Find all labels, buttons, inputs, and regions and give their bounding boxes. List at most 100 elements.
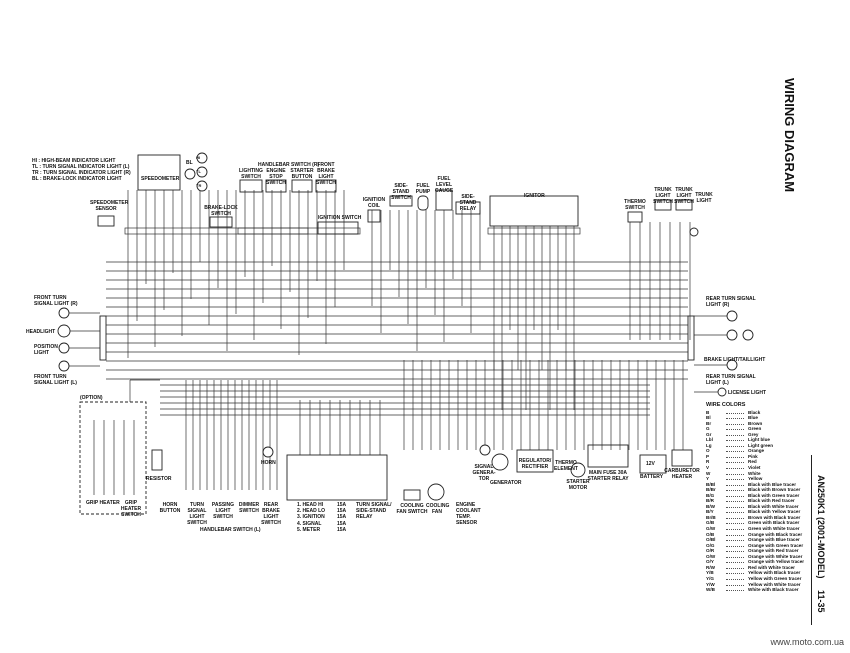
ignition-switch-box xyxy=(317,221,359,235)
page-number: 11-35 xyxy=(816,590,826,613)
label-ignitor: IGNITOR xyxy=(524,193,545,199)
leader-line xyxy=(726,465,744,470)
label-horn-button: HORN BUTTON xyxy=(159,502,181,514)
left-connector xyxy=(99,315,107,361)
thermo-switch-box xyxy=(627,211,643,223)
legend-line: HI : HIGH-BEAM INDICATOR LIGHT xyxy=(32,158,116,164)
wire-code: O/B xyxy=(706,531,715,537)
label-carburetor-heater: CARBURETOR HEATER xyxy=(664,468,700,480)
label-battery-voltage: 12V xyxy=(646,461,655,467)
wire-code: B/G xyxy=(706,492,715,498)
label-trunk-light: TRUNK LIGHT xyxy=(695,192,713,204)
wire-color-name: Grey xyxy=(748,431,759,437)
trunk-lamp-icon xyxy=(689,227,699,237)
leader-line xyxy=(726,410,744,414)
label-rear-turn-r: REAR TURN SIGNAL LIGHT (R) xyxy=(706,296,756,308)
wire-code: O/R xyxy=(706,548,715,554)
lighting-switch-box xyxy=(239,179,263,193)
wire-code: Br xyxy=(706,420,712,426)
fuel-pump-box xyxy=(417,195,429,211)
wire-code: W/B xyxy=(706,587,715,593)
leader-line xyxy=(726,526,744,531)
tr-indicator-icon xyxy=(196,180,208,192)
legend-line: TR : TURN SIGNAL INDICATOR LIGHT (R) xyxy=(32,170,131,176)
wire-code: Gr xyxy=(706,431,712,437)
indicator-tl: TL xyxy=(196,169,201,174)
wire-color-name: Light green xyxy=(748,442,774,448)
label-cooling-fan: COOLING FAN xyxy=(426,503,450,515)
leader-line xyxy=(726,487,744,492)
label-lighting-switch: LIGHTING SWITCH xyxy=(239,168,263,180)
title-rule xyxy=(641,455,812,625)
leader-line xyxy=(726,520,744,525)
wire-color-row: Br Brown xyxy=(706,421,804,427)
label-trunk-light-switch: TRUNK LIGHT SWITCH xyxy=(653,187,673,205)
wire-code: O/W xyxy=(706,553,716,559)
wire-color-name: Brown xyxy=(748,420,763,426)
harness-connector xyxy=(124,227,361,235)
leader-line xyxy=(726,559,744,564)
leader-line xyxy=(726,515,744,519)
label-starter-button: STARTER BUTTON xyxy=(290,168,314,180)
wire-color-name: Light blue xyxy=(748,437,770,443)
front-turn-l-lamp-icon xyxy=(58,360,70,372)
headlight-lamp-icon xyxy=(57,324,71,338)
wire-color-name: Black xyxy=(748,409,761,415)
label-ignition-switch: IGNITION SWITCH xyxy=(318,215,362,221)
label-handlebar-switch-r: HANDLEBAR SWITCH (R) xyxy=(258,162,320,168)
label-position-light: POSITION LIGHT xyxy=(34,344,58,356)
fuse-name: 3. IGNITION xyxy=(297,514,325,521)
brake-lock-switch-box xyxy=(209,216,233,228)
leader-line xyxy=(726,582,744,586)
wire-color-name: Yellow with Green tracer xyxy=(748,575,802,581)
label-front-turn-r: FRONT TURN SIGNAL LIGHT (R) xyxy=(34,295,78,307)
label-side-stand-relay: SIDE-STAND RELAY xyxy=(459,194,477,212)
wire-code: G xyxy=(706,426,710,432)
label-dimmer-switch: DIMMER SWITCH xyxy=(238,502,260,514)
leader-line xyxy=(726,565,744,569)
legend-line: BL : BRAKE-LOCK INDICATOR LIGHT xyxy=(32,176,122,182)
fuse-name: 2. HEAD LO xyxy=(297,508,326,515)
wire-color-name: Red with White tracer xyxy=(748,564,795,570)
legend-line: TL : TURN SIGNAL INDICATOR LIGHT (L) xyxy=(32,164,130,170)
fuse-name: 4. SIGNAL xyxy=(297,520,322,527)
wire-color-name: Orange with Blue tracer xyxy=(748,537,800,543)
wire-color-row: Gr Grey xyxy=(706,432,804,438)
leader-line xyxy=(726,443,744,447)
harness-connector xyxy=(237,227,309,235)
bl-indicator-icon xyxy=(184,168,196,180)
wire-color-name: Black with Red tracer xyxy=(748,498,795,504)
label-horn: HORN xyxy=(261,460,276,466)
carb-heater-box xyxy=(671,449,693,467)
label-option: (OPTION) xyxy=(80,395,103,401)
generator-icon xyxy=(491,453,509,471)
regulator-box xyxy=(516,449,554,473)
leader-line xyxy=(726,421,744,425)
ignition-coil-box xyxy=(367,209,381,223)
fuse-rating: 15A xyxy=(337,526,347,533)
component-shapes xyxy=(79,154,695,515)
wires xyxy=(69,190,727,495)
label-speedometer-sensor: SPEEDOMETER SENSOR xyxy=(90,200,129,212)
leader-line xyxy=(726,482,744,486)
wire-code: B/Br xyxy=(706,487,716,493)
wire-code: G/B xyxy=(706,520,715,526)
wire-colors-heading: WIRE COLORS xyxy=(706,402,746,408)
wire-color-name: Orange with Red tracer xyxy=(748,548,799,554)
leader-line xyxy=(726,415,744,420)
label-starter-motor: STARTER MOTOR xyxy=(566,479,590,491)
ignitor-box xyxy=(489,195,579,227)
